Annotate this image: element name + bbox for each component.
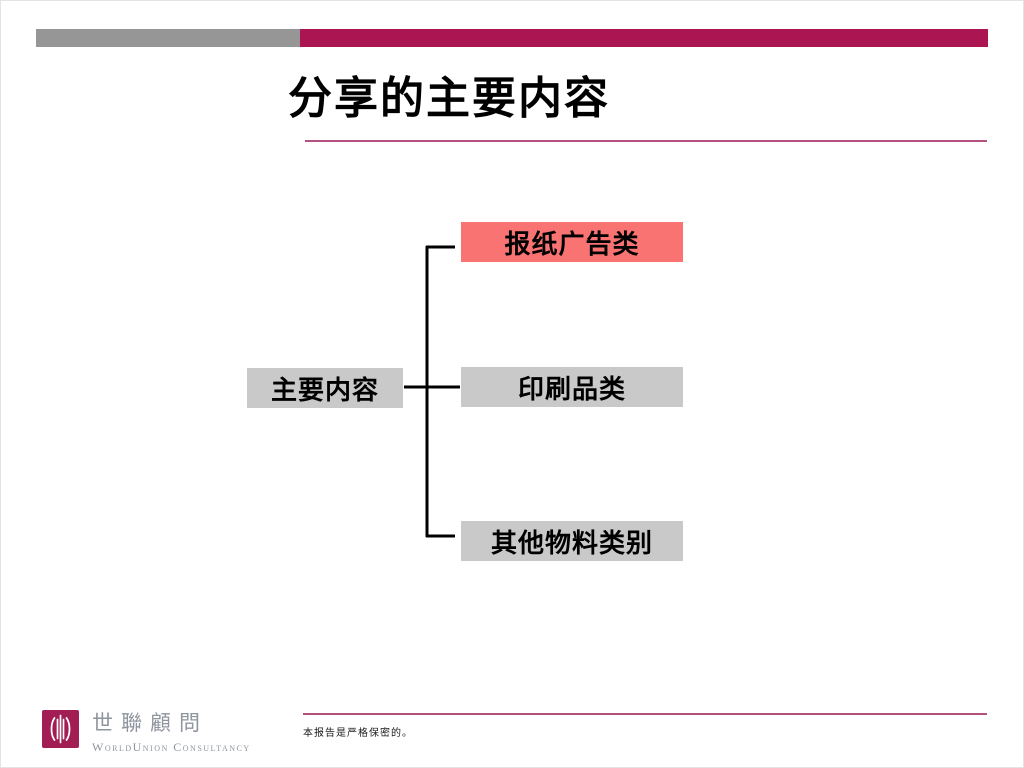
diagram-branch-newspaper-ads: 报纸广告类 (461, 222, 683, 262)
logo-chinese-name: 世聯顧問 (92, 711, 208, 735)
header-bar-gray (36, 29, 300, 47)
diagram-branch-label: 报纸广告类 (504, 228, 640, 259)
worldunion-logo (42, 710, 79, 748)
header-bar-crimson (300, 29, 988, 47)
globe-icon (50, 714, 71, 744)
diagram-root-box: 主要内容 (247, 368, 403, 408)
diagram-branch-other-materials: 其他物料类别 (461, 521, 683, 561)
page-title: 分享的主要内容 (288, 74, 610, 123)
diagram-branch-printed-matter: 印刷品类 (461, 367, 683, 407)
title-underline (305, 140, 987, 142)
logo-text-block: 世聯顧問 WorldUnion Consultancy (92, 707, 251, 755)
logo-english-name: WorldUnion Consultancy (92, 740, 251, 754)
diagram-branch-label: 印刷品类 (517, 373, 626, 404)
footer-divider-line (303, 713, 987, 715)
diagram-branch-label: 其他物料类别 (490, 527, 653, 558)
confidentiality-note: 本报告是严格保密的。 (303, 728, 413, 739)
diagram-root-label: 主要内容 (270, 374, 379, 405)
